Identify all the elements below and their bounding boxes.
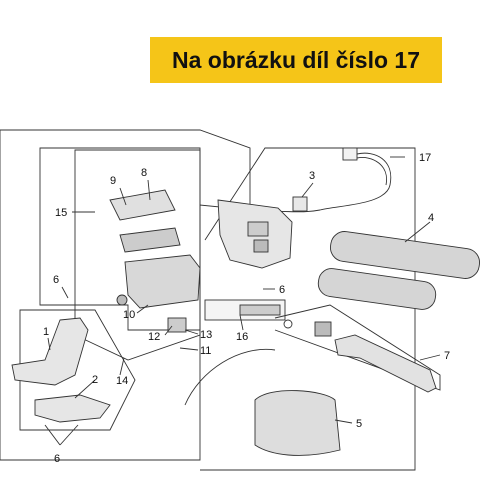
callout-14: 14: [116, 375, 128, 387]
part-17-switch-cable: [269, 147, 392, 213]
callout-16: 16: [236, 331, 248, 343]
callout-13: 13: [200, 329, 212, 341]
master-cylinder: [109, 189, 201, 333]
callout-5: 5: [356, 418, 362, 430]
part-1-cover: [11, 317, 89, 386]
callout-6-left: 6: [53, 274, 59, 286]
brake-hose: [184, 348, 276, 406]
callout-11: 11: [200, 345, 211, 357]
callout-12: 12: [148, 331, 160, 343]
callout-8: 8: [141, 167, 147, 179]
inner-frame-15: [39, 147, 201, 331]
part-number-banner: Na obrázku díl číslo 17: [150, 37, 442, 83]
callout-6-right: 6: [279, 284, 285, 296]
callout-3: 3: [309, 170, 315, 182]
callout-15: 15: [55, 207, 67, 219]
part-3-switch: [292, 196, 308, 212]
callout-2: 2: [92, 374, 98, 386]
outer-frame-right: [200, 147, 416, 471]
inner-frame-body: [74, 149, 201, 361]
callout-4: 4: [428, 212, 434, 224]
switch-housing: [217, 199, 293, 269]
part-2-cover: [34, 394, 111, 423]
part-7-lever: [274, 304, 441, 393]
callout-10: 10: [123, 309, 135, 321]
callout-6-bottom: 6: [54, 453, 60, 465]
frame-covers: [19, 309, 136, 431]
callout-1: 1: [43, 326, 49, 338]
callout-7: 7: [444, 350, 450, 362]
part-16-piston: [204, 299, 332, 337]
callout-17: 17: [419, 152, 431, 164]
callout-9: 9: [110, 175, 116, 187]
part-4-grips: [317, 231, 480, 310]
part-5-cover: [254, 390, 341, 456]
banner-text: Na obrázku díl číslo 17: [172, 46, 420, 73]
